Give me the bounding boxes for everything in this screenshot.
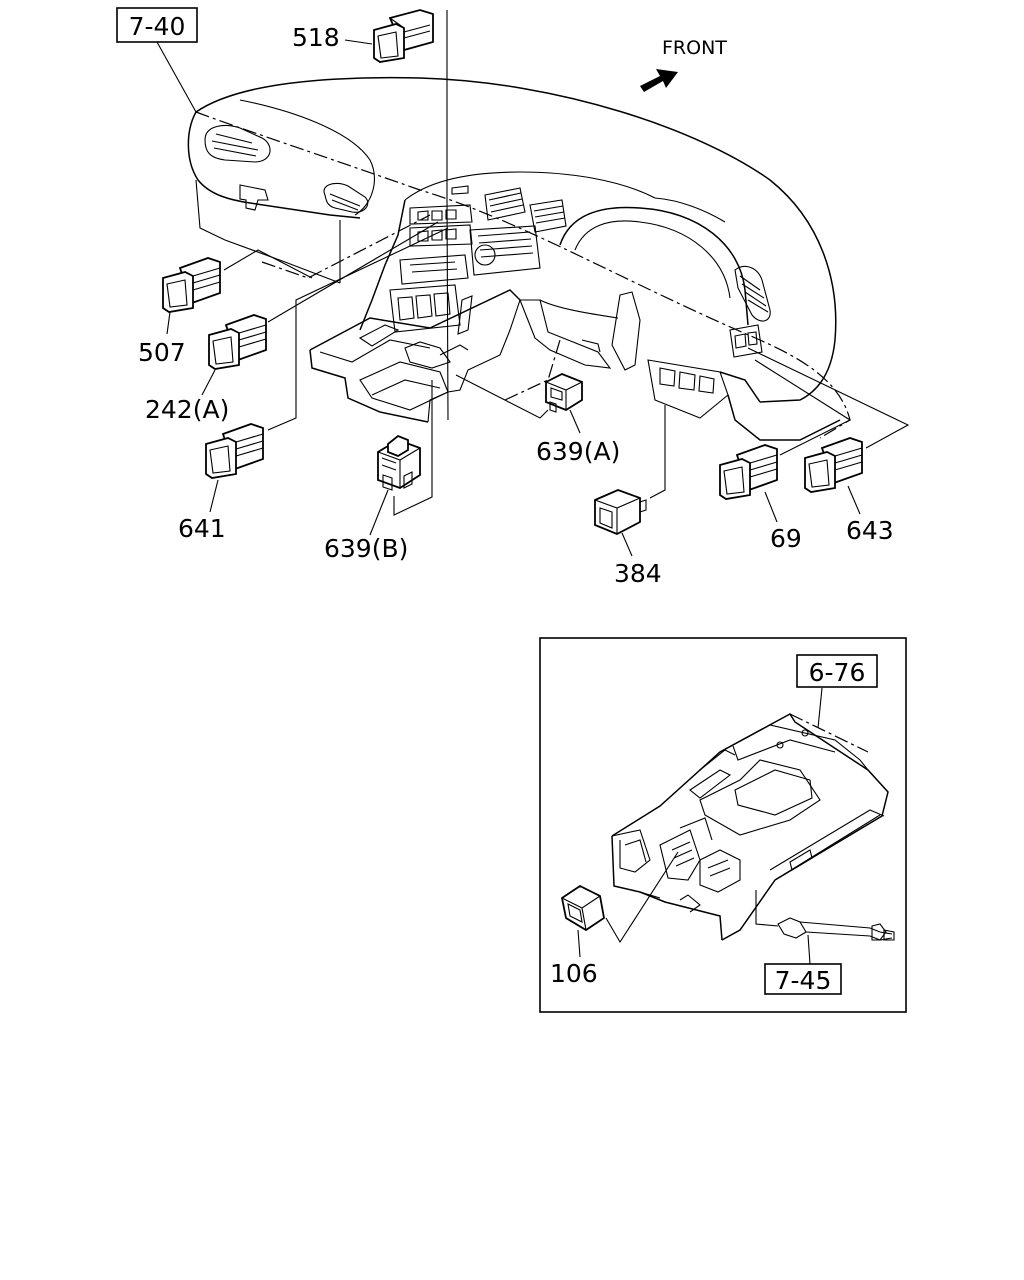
dash-leader-639a [504,339,561,401]
dash-outline-guide [195,111,851,439]
part-label-507: 507 [138,338,186,367]
ref-box-wire[interactable]: 7-45 [764,963,842,995]
part-label-518: 518 [292,23,340,52]
front-label: FRONT [662,37,727,59]
leader-641 [267,227,449,431]
part-label-384: 384 [614,559,662,588]
leader-106 [605,851,679,944]
ref-leader-main [156,41,197,113]
part-106[interactable]: 106 [550,884,605,988]
part-label-639b: 639(B) [324,534,408,563]
ref-leader-wire [807,934,811,965]
wire-harness [755,890,895,941]
leader-639b [393,380,433,516]
center-console-body [611,713,889,941]
dashboard-assembly [187,76,841,441]
part-label-639a: 639(A) [536,437,620,466]
front-indicator: FRONT [640,37,727,92]
part-label-242a: 242(A) [145,395,229,424]
part-639a[interactable]: 639(A) [536,373,620,466]
ref-label-main: 7-40 [129,12,186,41]
leader-639a [455,374,549,419]
ref-label-console: 6-76 [809,658,866,687]
ref-box-main[interactable]: 7-40 [116,7,198,43]
front-arrow-icon [640,69,678,92]
dash-console-guide [789,713,869,753]
ref-box-console[interactable]: 6-76 [796,654,878,688]
part-label-643: 643 [846,516,894,545]
part-507[interactable]: 507 [138,257,221,367]
ref-label-wire: 7-45 [775,966,832,995]
ref-leader-console [817,687,823,729]
part-242a[interactable]: 242(A) [145,314,267,424]
part-639b[interactable]: 639(B) [324,434,421,563]
part-label-69: 69 [770,524,802,553]
leader-518 [446,10,449,421]
leader-69 [754,359,852,456]
part-69[interactable]: 69 [719,444,802,553]
part-label-641: 641 [178,514,226,543]
part-641[interactable]: 641 [178,423,264,543]
leader-507 [223,249,313,279]
console-inset: 6-76 [539,637,907,1013]
part-label-106: 106 [550,959,598,988]
leader-643 [747,347,910,449]
leader-384 [649,405,666,499]
part-518[interactable]: 518 [292,9,434,63]
part-384[interactable]: 384 [594,489,662,588]
part-643[interactable]: 643 [804,437,894,545]
dash-leader-507 [261,214,431,279]
